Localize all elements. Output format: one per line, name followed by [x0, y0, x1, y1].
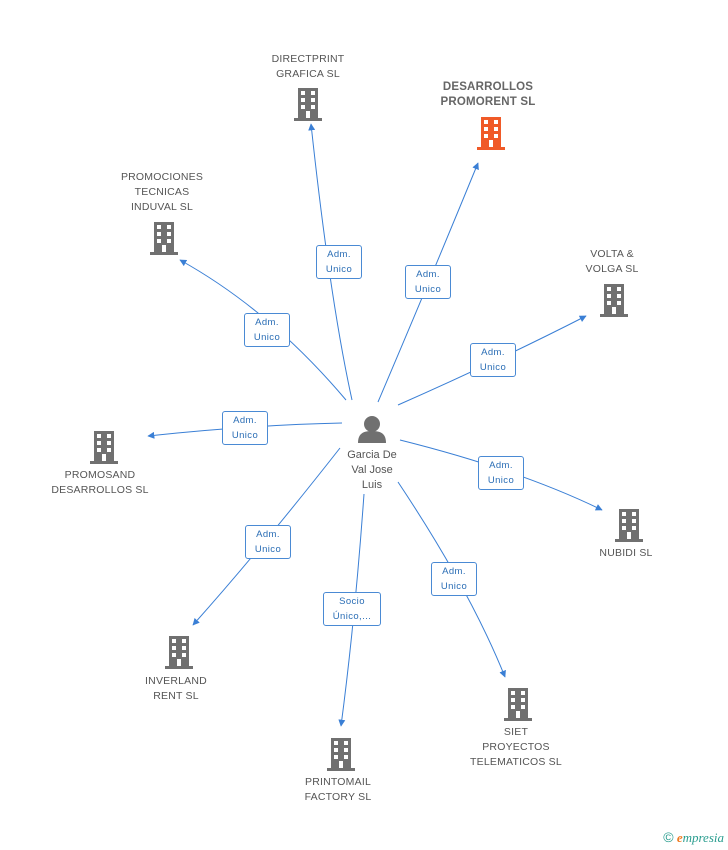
building-icon-inverland[interactable] [165, 636, 193, 669]
building-icon-directprint[interactable] [294, 88, 322, 121]
relation-label-printomail: Socio Único,... [323, 592, 381, 626]
building-icon-desarrollos-promorent[interactable] [477, 117, 505, 150]
relation-label-siet: Adm. Unico [431, 562, 477, 596]
building-icon-printomail[interactable] [327, 738, 355, 771]
empresia-logo: © empresia [663, 829, 724, 845]
building-icon-promociones-tecnicas[interactable] [150, 222, 178, 255]
company-name-inverland[interactable]: INVERLAND RENT SL [145, 675, 207, 702]
company-name-promosand[interactable]: PROMOSAND DESARROLLOS SL [51, 469, 149, 496]
relation-label-directprint: Adm. Unico [316, 245, 362, 279]
building-icon-promosand[interactable] [90, 431, 118, 464]
company-name-printomail[interactable]: PRINTOMAIL FACTORY SL [304, 776, 372, 803]
relation-label-promosand: Adm. Unico [222, 411, 268, 445]
relation-label-inverland: Adm. Unico [245, 525, 291, 559]
company-name-volta-volga[interactable]: VOLTA & VOLGA SL [585, 248, 639, 275]
center-person-name: Garcia De Val Jose Luis [347, 449, 397, 491]
edge-directprint [308, 123, 353, 401]
company-name-directprint[interactable]: DIRECTPRINT GRAFICA SL [271, 53, 345, 80]
company-name-promociones-tecnicas[interactable]: PROMOCIONES TECNICAS INDUVAL SL [120, 171, 204, 213]
building-icon-nubidi[interactable] [615, 509, 643, 542]
company-name-desarrollos-promorent[interactable]: DESARROLLOS PROMORENT SL [440, 81, 536, 108]
company-name-nubidi[interactable]: NUBIDI SL [599, 547, 653, 559]
building-icon-siet[interactable] [504, 688, 532, 721]
building-icon-volta-volga[interactable] [600, 284, 628, 317]
person-icon [358, 416, 386, 443]
relation-label-volta-volga: Adm. Unico [470, 343, 516, 377]
relation-label-nubidi: Adm. Unico [478, 456, 524, 490]
relation-label-desarrollos-promorent: Adm. Unico [405, 265, 451, 299]
relation-label-promociones-tecnicas: Adm. Unico [244, 313, 290, 347]
company-name-siet[interactable]: SIET PROYECTOS TELEMATICOS SL [470, 726, 562, 768]
